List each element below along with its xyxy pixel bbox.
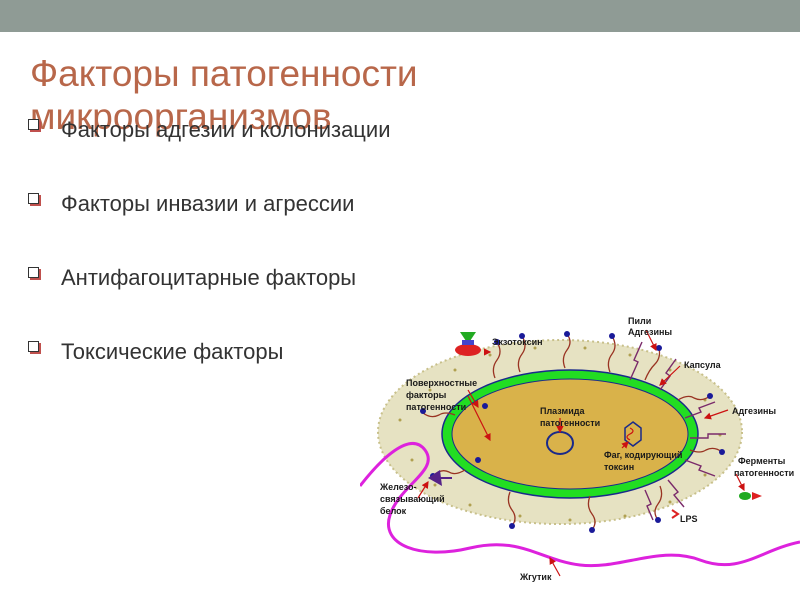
label-exotoxin: Экзотоксин — [492, 337, 543, 347]
label-phage-2: токсин — [604, 462, 634, 472]
adhesins-fibers — [629, 341, 726, 521]
lps-marker — [671, 509, 680, 519]
bacterium-diagram: Экзотоксин Пили Адгезины Капсула Адгезин… — [360, 316, 800, 582]
label-iron-3: белок — [380, 506, 407, 516]
label-capsule: Капсула — [684, 360, 722, 370]
exotoxin-icon — [455, 332, 481, 356]
pili — [422, 333, 723, 531]
bullet-text: Факторы адгезии и колонизации — [61, 117, 391, 142]
label-arrows — [417, 329, 745, 577]
cytoplasm — [451, 378, 689, 490]
label-phage-1: Фаг, кодирующий — [604, 450, 682, 460]
label-plasmid-1: Плазмида — [540, 406, 585, 416]
bullet-text: Антифагоцитарные факторы — [61, 265, 357, 290]
label-surface-factors-1: Поверхностные — [406, 378, 477, 388]
phage-icon — [624, 421, 642, 447]
flagellum — [360, 442, 800, 568]
bullet-square-icon — [28, 119, 39, 130]
label-pili: Пили — [628, 316, 651, 326]
label-iron-1: Железо- — [379, 482, 417, 492]
top-bar — [0, 0, 800, 32]
label-plasmid-2: патогенности — [540, 418, 600, 428]
bullet-square-icon — [28, 193, 39, 204]
label-surface-factors-2: факторы — [406, 390, 447, 400]
label-enzymes-2: патогенности — [734, 468, 794, 478]
label-adhesins-top: Адгезины — [628, 327, 672, 337]
bullet-square-icon — [28, 341, 39, 352]
label-adhesins-right: Адгезины — [732, 406, 776, 416]
label-flagellum: Жгутик — [519, 572, 552, 582]
slide-title: Факторы патогенности микроорганизмов — [30, 53, 418, 137]
iron-binding-protein-icon — [428, 470, 452, 486]
enzymes-icon — [739, 492, 762, 500]
bullet-text: Факторы инвазии и агрессии — [61, 191, 355, 216]
label-iron-2: связывающий — [380, 494, 445, 504]
label-enzymes-1: Ферменты — [738, 456, 786, 466]
bullet-square-icon — [28, 267, 39, 278]
bullet-text: Токсические факторы — [61, 339, 284, 364]
label-lps: LPS — [680, 514, 698, 524]
label-surface-factors-3: патогенности — [406, 402, 466, 412]
